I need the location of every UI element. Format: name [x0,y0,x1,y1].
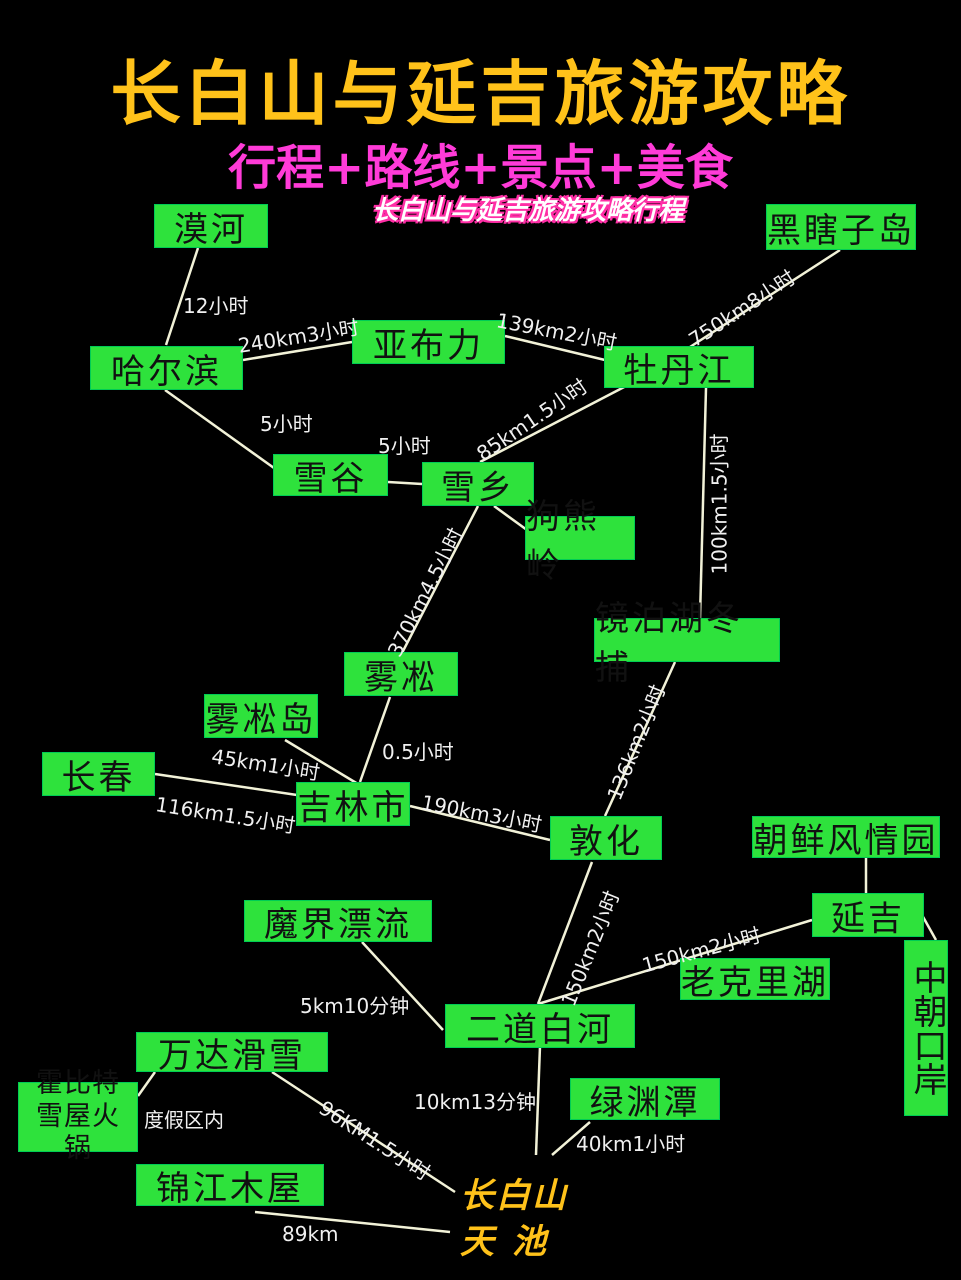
edge-lvyuantan-tianchi [551,1121,591,1156]
edge-label-jinjiang-tianchi: 89km [282,1222,339,1246]
edge-mudanjiang-jingpohu [698,387,708,619]
node-mudanjiang: 牡丹江 [604,346,754,391]
node-jilin: 吉林市 [296,782,410,828]
node-harbin: 哈尔滨 [90,346,243,392]
edge-label-mohe-harbin: 12小时 [183,294,249,318]
node-mohe: 漠河 [154,204,268,250]
edge-harbin-yabuli [242,340,353,362]
edge-label-mojie-erdaobaihe: 5km10分钟 [300,994,410,1018]
edge-wusongdao-jilin [284,738,359,786]
node-yabuli: 亚布力 [352,320,505,366]
node-xuegu: 雪谷 [273,454,388,499]
node-changchun: 长春 [42,752,155,798]
edge-harbin-xuegu [164,388,275,470]
node-lvyuantan: 绿渊潭 [570,1078,720,1123]
node-erdaobaihe: 二道白河 [445,1004,635,1050]
edge-xuexiang-gouxiongling [493,504,528,532]
node-zhongchao: 中朝口岸 [904,940,948,1116]
edge-mudanjiang-heixiazi [689,248,841,349]
edge-mojie-erdaobaihe [361,941,444,1031]
edge-label-wusong-jilin: 0.5小时 [382,740,454,764]
node-jinjiang: 锦江木屋 [136,1164,324,1209]
node-huobite: 霍比特雪屋火锅 [18,1068,138,1164]
node-dunhua: 敦化 [550,816,662,862]
node-wusong: 雾凇 [344,652,458,698]
edge-label-wanda-huobite: 度假区内 [144,1108,224,1132]
node-heixiazi: 黑瞎子岛 [766,204,916,251]
node-jingpohu: 镜泊湖冬捕 [594,599,780,688]
edge-yabuli-mudanjiang [504,334,606,362]
itinerary-tag: 长白山与延吉旅游攻略行程 [372,196,685,226]
node-chaoxian: 朝鲜风情园 [752,816,940,861]
edge-jilin-dunhua [409,804,551,842]
edge-changchun-jilin [154,772,298,797]
edge-yanji-zhongchao [920,914,938,941]
edge-jinjiang-tianchi [254,1210,451,1234]
node-gouxiongling: 狗熊岭 [525,497,635,586]
edge-xuexiang-mudanjiang [479,383,629,464]
edge-label-mudanjiang-jingpohu: 100km1.5小时 [707,433,732,575]
edge-erdaobaihe-tianchi [534,1045,542,1156]
edge-wanda-huobite [136,1071,157,1097]
node-zhongchao-label: 中朝口岸 [906,960,947,1096]
node-xuexiang: 雪乡 [422,462,534,508]
edge-wanda-tianchi [271,1070,456,1194]
edge-wusong-jilin [358,696,392,783]
node-laokeli: 老克里湖 [680,958,830,1003]
edge-label-harbin-xuegu: 5小时 [260,412,313,436]
page-subtitle: 行程+路线+景点+美食 [228,140,733,196]
edge-yanji-erdaobaihe [537,918,813,1006]
edge-xuexiang-wusong [400,505,480,654]
edge-xuegu-xuexiang [387,480,423,486]
node-yanji: 延吉 [812,893,924,939]
edge-label-erdaobaihe-tianchi: 10km13分钟 [414,1090,536,1114]
edge-jingpohu-dunhua [603,661,677,817]
edge-label-lvyuantan-tianchi: 40km1小时 [576,1132,686,1156]
edge-label-xuegu-xuexiang: 5小时 [378,434,431,458]
page-title: 长白山与延吉旅游攻略 [110,53,851,135]
destination-tianchi-line2: 天池 [460,1222,564,1262]
node-wusongdao: 雾凇岛 [204,694,318,740]
node-mojie: 魔界漂流 [244,900,432,945]
destination-tianchi-line1: 长白山 [460,1176,568,1216]
edge-dunhua-erdaobaihe [536,861,594,1005]
node-wanda: 万达滑雪 [136,1032,328,1076]
edge-mohe-harbin [164,247,200,346]
